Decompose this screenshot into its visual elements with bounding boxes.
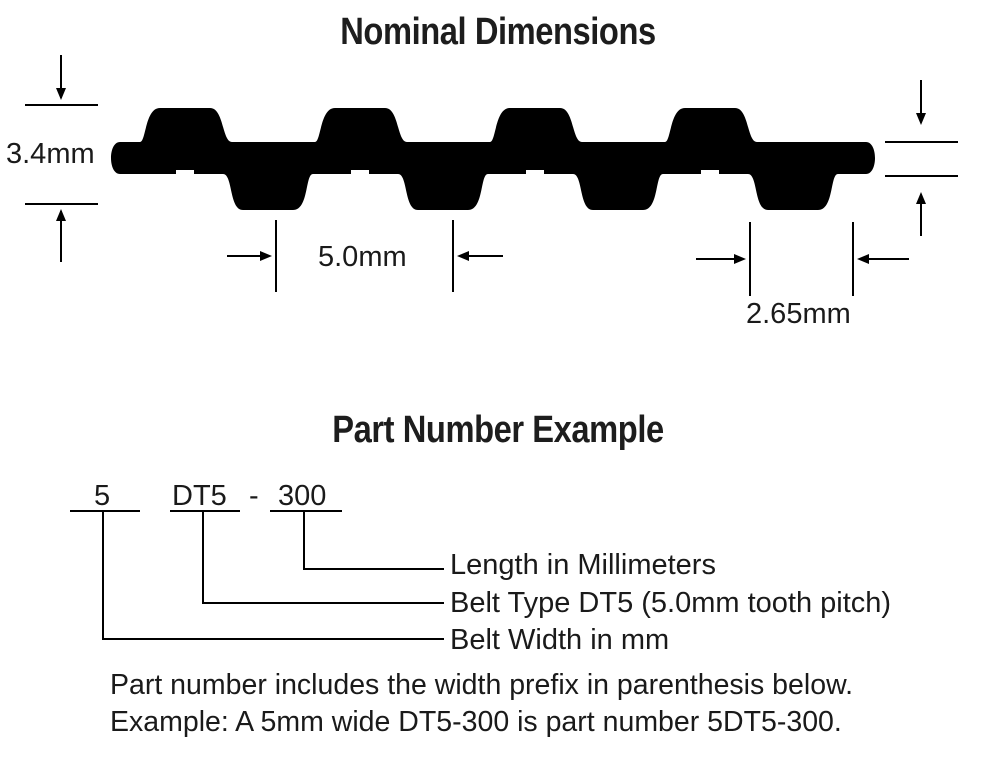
belt-notch bbox=[351, 170, 369, 175]
pitch-label: 5.0mm bbox=[318, 241, 407, 273]
note-line-2: Example: A 5mm wide DT5-300 is part numb… bbox=[110, 706, 842, 738]
tooth-arrow-right-head bbox=[857, 254, 869, 264]
pitch-arrow-right-head bbox=[457, 251, 469, 261]
desc-type: Belt Type DT5 (5.0mm tooth pitch) bbox=[450, 587, 892, 619]
belt-notch bbox=[526, 170, 544, 175]
belt-profile bbox=[111, 108, 875, 210]
leader-type bbox=[202, 511, 444, 604]
pitch-arrow-left-head bbox=[260, 251, 272, 261]
tooth-label-clip: 2.65mm bbox=[740, 280, 880, 329]
code-length: 300 bbox=[278, 480, 327, 512]
thickness-arrow-top-head bbox=[916, 113, 926, 125]
height-label: 3.4mm bbox=[6, 138, 95, 170]
note-line-1: Part number includes the width prefix in… bbox=[110, 669, 853, 701]
belt-notch bbox=[701, 170, 719, 175]
thickness-arrow-bottom-head bbox=[916, 192, 926, 204]
height-arrow-bottom-head bbox=[56, 209, 66, 221]
tooth-label: 2.65mm bbox=[746, 298, 851, 330]
part-number-title: Part Number Example bbox=[332, 409, 664, 451]
belt-notch bbox=[176, 170, 194, 175]
height-arrow-top-head bbox=[56, 88, 66, 100]
code-dash: - bbox=[249, 480, 259, 512]
nominal-dimensions-title: Nominal Dimensions bbox=[340, 11, 656, 53]
desc-width: Belt Width in mm bbox=[450, 624, 670, 656]
code-width: 5 bbox=[94, 480, 111, 512]
leader-width bbox=[102, 511, 444, 640]
code-type: DT5 bbox=[172, 480, 227, 512]
tooth-arrow-left-head bbox=[734, 254, 746, 264]
desc-length: Length in Millimeters bbox=[450, 549, 716, 581]
leader-length bbox=[303, 511, 444, 570]
